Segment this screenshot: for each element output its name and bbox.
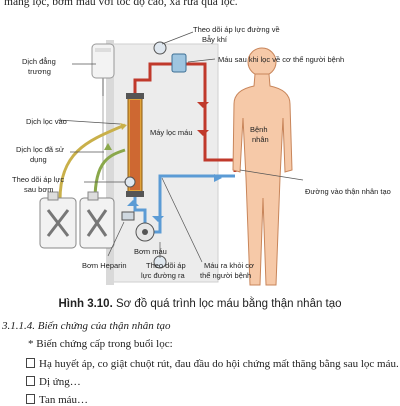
checkbox-glyph-icon [26, 394, 35, 404]
green-arrow-icon [104, 143, 112, 150]
dialysate-lines [58, 123, 126, 201]
dialyzer-filter-icon [126, 93, 144, 197]
label-theo-doi-ap-luc-duong-ra: Theo dõi áp lực đường ra [141, 261, 188, 280]
dialysate-container-icon [79, 191, 115, 249]
label-benh-nhan: Bệnh nhân [250, 125, 270, 144]
air-trap-icon [171, 53, 187, 73]
leader-lines [57, 31, 304, 263]
blue-arrow-icon [152, 216, 164, 222]
top-paragraph-line: màng lọc, bơm máu với tốc độ cao, xả rửa… [4, 0, 238, 8]
label-bom-mau: Bơm máu [134, 247, 167, 256]
label-may-loc-mau: Máy lọc máu [150, 128, 193, 137]
section-title: 3.1.1.4. Biến chứng của thận nhân tạo [2, 320, 171, 332]
machine-pole [106, 40, 114, 285]
label-dich-loc-da-su-dung: Dịch lọc đã sử dụng [16, 145, 66, 164]
list-item-text: Dị ứng… [39, 376, 81, 388]
blue-arrow-icon [214, 174, 222, 182]
list-item-text: Tan máu… [39, 394, 89, 406]
blue-arrow-icon [127, 200, 139, 206]
checkbox-glyph-icon [26, 376, 35, 386]
figure-caption: Hình 3.10. Sơ đồ quá trình lọc máu bằng … [0, 298, 400, 310]
figure-caption-text: Sơ đồ quá trình lọc máu bằng thận nhân t… [112, 298, 342, 310]
subheading: * Biến chứng cấp trong buổi lọc: [28, 338, 173, 350]
label-dich-dang-truong: Dịch đẳng trương [22, 57, 58, 76]
list-item: Tan máu… [26, 394, 88, 406]
label-mau-ra-khoi: Máu ra khỏi cơ thể người bệnh [200, 261, 256, 280]
checkbox-glyph-icon [26, 358, 35, 368]
dialysis-diagram: Dịch đẳng trương Dịch lọc vào Dịch lọc đ… [12, 25, 391, 286]
list-item-text: Hạ huyết áp, co giật chuột rút, đau đầu … [39, 358, 399, 370]
blood-pump-icon [135, 222, 155, 242]
patient-body-icon [232, 47, 293, 286]
red-arrow-icon [197, 130, 209, 136]
pressure-monitor-icon [124, 41, 167, 269]
dialysate-container-icon [39, 191, 77, 249]
label-dich-loc-vao: Dịch lọc vào [26, 117, 67, 126]
label-mau-sau-khi-loc: Máu sau khi lọc về cơ thể người bệnh [218, 55, 344, 64]
list-item: Dị ứng… [26, 376, 81, 388]
heparin-pump-icon [121, 211, 135, 221]
yellow-arrow-icon [120, 123, 127, 130]
figure-number: Hình 3.10. [58, 298, 113, 310]
red-arrow-icon [197, 102, 209, 108]
label-bom-heparin: Bơm Heparin [82, 261, 127, 270]
list-item: Hạ huyết áp, co giật chuột rút, đau đầu … [26, 358, 399, 370]
label-theo-doi-ap-luc-sau-bom: Theo dõi áp lực sau bơm [12, 175, 66, 194]
label-theo-doi-ap-luc-duong-ve: Theo dõi áp lực đường về Bẫy khí [193, 25, 282, 44]
label-duong-vao-than: Đường vào thận nhân tạo [305, 187, 391, 196]
